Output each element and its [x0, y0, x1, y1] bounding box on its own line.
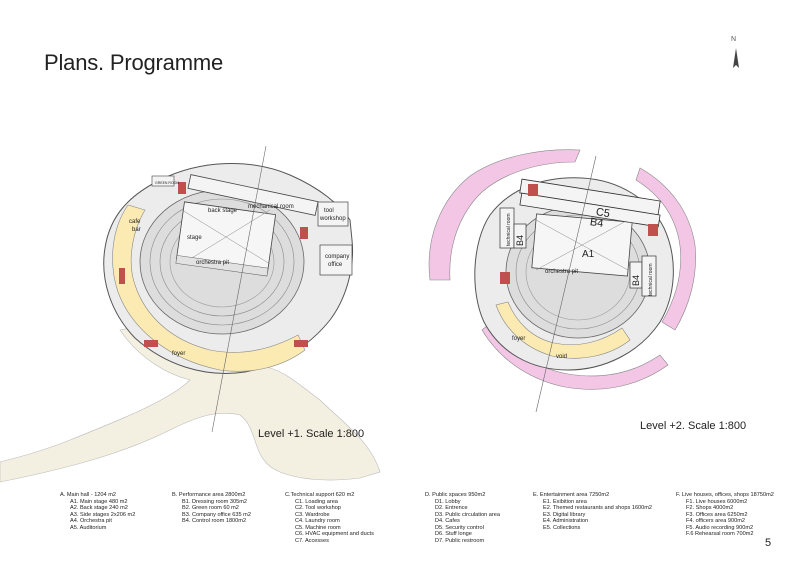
- legend-item: B3. Company office 635 m2: [182, 511, 251, 518]
- label-b4-right: B4: [631, 275, 641, 286]
- legend-heading: B. Performance area 2800m2: [172, 492, 246, 498]
- legend-item: B1. Dressing room 305m2: [182, 498, 247, 505]
- legend-item: D3. Public circulation area: [435, 511, 500, 518]
- legend-item: D5. Security control: [435, 524, 484, 531]
- label-stage: stage: [187, 235, 202, 241]
- control-room-bar: [519, 192, 661, 228]
- legend-item: C5. Machine room: [295, 524, 341, 531]
- label-foyer-2: foyer: [512, 336, 525, 342]
- legend-item: D4. Cafes: [435, 518, 460, 524]
- plan-level-1: GREEN ROOM back stage mechanical room to…: [0, 145, 381, 483]
- label-green-room: GREEN ROOM: [155, 181, 179, 185]
- back-stage-bar: [187, 174, 319, 216]
- page-number: 5: [765, 537, 772, 549]
- label-tool-workshop: tool: [324, 208, 334, 214]
- label-office: office: [328, 262, 343, 268]
- b4-left-box: [513, 223, 527, 249]
- legend-item: D6. Stuff longe: [435, 531, 472, 537]
- pink-wing: [428, 149, 581, 281]
- stair-core: [144, 340, 158, 347]
- legend-item: A4. Orchestra pit: [70, 518, 112, 524]
- legend-item: A1. Main stage 480 m2: [70, 498, 128, 505]
- legend-item: D7. Public restroom: [435, 537, 485, 544]
- company-office-box: [319, 244, 353, 276]
- technical-room-right: [641, 255, 657, 297]
- label-technical-room-right: technical room: [648, 263, 654, 296]
- legend-item: A2. Back stage 240 m2: [70, 505, 128, 511]
- legend-heading: A. Main hall - 1204 m2: [60, 492, 116, 498]
- legend-heading: C.Technical support 620 m2: [285, 492, 355, 498]
- label-company: company: [325, 254, 349, 260]
- legend-item: C1. Loading area: [295, 498, 338, 505]
- label-b4-left: B4: [515, 235, 525, 246]
- stair-core: [528, 184, 538, 196]
- stair-core: [648, 224, 658, 236]
- legend-item: D2. Entrence: [435, 505, 468, 511]
- legend-item: B2. Green room 60 m2: [182, 505, 239, 511]
- legend-item: C2. Tool workshop: [295, 505, 341, 511]
- legend-item: F3. Offices area 6250m2: [686, 511, 748, 518]
- legend-item: D1. Lobby: [435, 498, 461, 505]
- legend-item: F4. officers area 900m2: [686, 518, 745, 524]
- label-foyer: foyer: [172, 351, 185, 357]
- legend-item: C7. Accesses: [295, 537, 329, 544]
- label-b4-top: B4: [589, 216, 604, 230]
- label-orchestra-pit: orchestra pit: [196, 260, 229, 266]
- stair-core: [119, 268, 125, 284]
- legend-item: C6. HVAC equipment and ducts: [295, 531, 374, 537]
- plan1-scale-label: Level +1. Scale 1:800: [258, 428, 365, 440]
- legend-item: B4. Control room 1800m2: [182, 518, 247, 524]
- legend-item: E1. Exibition area: [543, 498, 587, 505]
- label-bar: bar: [132, 227, 141, 233]
- landscape-area: [0, 319, 381, 483]
- legend-item: F2. Shops 4000m2: [686, 505, 734, 511]
- north-arrow-icon: [733, 48, 739, 68]
- legend-item: C4. Laundry room: [295, 518, 340, 524]
- legend-item: F5. Audio recording 900m2: [686, 524, 754, 531]
- page-title: Plans. Programme: [44, 50, 223, 75]
- legend-item: E5. Collections: [543, 524, 581, 531]
- label-mechanical-room: mechanical room: [248, 204, 294, 210]
- pink-wing: [635, 167, 696, 331]
- label-c5: C5: [595, 206, 611, 220]
- legend-heading: E. Entertainment area 7250m2: [533, 492, 610, 498]
- legend-item: E2. Themed restaurants and shops 1600m2: [543, 505, 653, 511]
- foyer-area: [112, 204, 306, 372]
- plan-level-2: C5 B4 technical room B4 A1 orchestra pit…: [428, 149, 696, 413]
- stair-core: [300, 227, 308, 239]
- legend-heading: F. Live houses, offices, shops 18750m2: [676, 492, 774, 498]
- label-orchestra-pit-2: orchestra pit: [545, 269, 578, 275]
- legend-item: E4. Administration: [543, 518, 589, 524]
- legend-item: A5. Auditorium: [70, 524, 107, 531]
- label-a1: A1: [582, 249, 595, 260]
- legend-item: F.6 Rehearsal room 700m2: [686, 531, 754, 537]
- label-cafe: cafe: [129, 219, 141, 225]
- label-technical-room-left: technical room: [506, 213, 512, 246]
- label-back-stage: back stage: [208, 208, 238, 214]
- foyer-area: [495, 301, 631, 359]
- legend-heading: D. Public spaces 950m2: [425, 492, 486, 498]
- tool-workshop-box: [317, 201, 349, 227]
- legend-item: E3. Digital library: [543, 511, 586, 518]
- label-void: void: [556, 354, 567, 360]
- label-tool-workshop-2: workshop: [319, 216, 346, 222]
- legend-item: C3. Wardrobe: [295, 511, 330, 518]
- stair-core: [500, 272, 510, 284]
- plan2-scale-label: Level +2. Scale 1:800: [640, 420, 747, 432]
- legend-item: F1. Live houses 6000m2: [686, 498, 748, 505]
- north-label: N: [731, 36, 737, 43]
- legend-item: A3. Side stages 2x206 m2: [70, 511, 136, 518]
- stair-core: [178, 182, 186, 194]
- stair-core: [294, 340, 308, 347]
- green-room-box: [151, 175, 175, 187]
